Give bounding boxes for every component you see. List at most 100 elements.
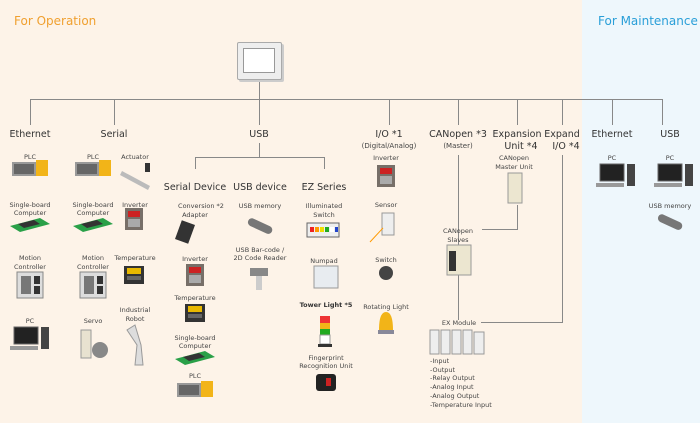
label: Illuminated bbox=[305, 202, 343, 210]
label: PC bbox=[665, 154, 675, 162]
temperature-icon bbox=[124, 266, 144, 284]
label: Conversion *2 bbox=[178, 202, 224, 210]
switch-icon bbox=[379, 266, 393, 280]
label: Single-board bbox=[9, 201, 51, 209]
operation-heading: For Operation bbox=[14, 14, 97, 28]
label: Inverter bbox=[182, 255, 208, 263]
numpad-icon bbox=[313, 265, 339, 289]
sbc-icon bbox=[175, 351, 215, 365]
temperature-icon bbox=[185, 304, 205, 322]
ex-item: -Analog Input bbox=[430, 383, 474, 392]
cat-canopen-sub: (Master) bbox=[443, 142, 473, 150]
label: Fingerprint bbox=[308, 354, 344, 362]
label: Tower Light *5 bbox=[299, 301, 353, 309]
label: EX Module bbox=[441, 319, 477, 327]
sbc-icon bbox=[10, 218, 50, 232]
label: Computer bbox=[178, 342, 212, 350]
cat-maint-ethernet: Ethernet bbox=[591, 129, 633, 140]
sub-ez-series: EZ Series bbox=[301, 182, 347, 193]
ex-item: -Analog Output bbox=[430, 391, 480, 400]
sensor-icon bbox=[381, 212, 395, 236]
robot-icon bbox=[126, 324, 144, 366]
label: 2D Code Reader bbox=[233, 254, 287, 262]
label: Switch bbox=[313, 211, 335, 219]
cat-usb: USB bbox=[249, 129, 269, 140]
label: Temperature bbox=[174, 294, 216, 302]
conversion-adapter-icon bbox=[175, 220, 195, 244]
label: PC bbox=[607, 154, 617, 162]
cat-expand-io: Expand bbox=[544, 129, 580, 140]
label: Slaves bbox=[447, 236, 469, 244]
sub-serial-device: Serial Device bbox=[163, 182, 227, 193]
label: Motion bbox=[18, 254, 42, 262]
label: Numpad bbox=[310, 257, 338, 265]
hmi-touchpanel-icon bbox=[237, 42, 282, 80]
label: PC bbox=[25, 317, 35, 325]
label: Rotating Light bbox=[363, 303, 409, 311]
label: Robot bbox=[125, 315, 145, 323]
label: Computer bbox=[13, 209, 47, 217]
label: Single-board bbox=[72, 201, 114, 209]
label: USB memory bbox=[238, 202, 282, 210]
label: PLC bbox=[188, 372, 202, 380]
motion-controller-icon bbox=[79, 271, 107, 299]
cat-expansion-sub: Unit *4 bbox=[504, 141, 538, 152]
cat-ethernet: Ethernet bbox=[9, 129, 51, 140]
canopen-master-icon bbox=[507, 172, 523, 204]
cat-io: I/O *1 bbox=[375, 129, 403, 140]
label: Switch bbox=[375, 256, 397, 264]
label: Master Unit bbox=[495, 163, 533, 171]
label: PLC bbox=[23, 153, 37, 161]
label: USB memory bbox=[648, 202, 692, 210]
ex-item: -Input bbox=[430, 357, 450, 365]
label: Actuator bbox=[121, 153, 149, 161]
usb-memory-icon bbox=[246, 217, 274, 236]
inverter-icon bbox=[377, 165, 395, 187]
label: Computer bbox=[76, 209, 110, 217]
label: Single-board bbox=[174, 334, 216, 342]
maintenance-heading: For Maintenance bbox=[598, 14, 698, 28]
barcode-reader-icon bbox=[250, 268, 268, 276]
plc-icon bbox=[75, 160, 111, 176]
ex-item: -Output bbox=[430, 365, 456, 374]
label: Controller bbox=[77, 263, 109, 271]
motion-controller-icon bbox=[16, 271, 44, 299]
cat-expand-io-sub: I/O *4 bbox=[552, 141, 580, 152]
ex-module-icon bbox=[429, 329, 485, 355]
label: CANopen bbox=[442, 227, 474, 235]
cat-io-sub: (Digital/Analog) bbox=[361, 142, 417, 150]
actuator-icon bbox=[120, 171, 150, 190]
ex-module-list: -Input -Output -Relay Output -Analog Inp… bbox=[430, 357, 492, 409]
label: Servo bbox=[83, 317, 103, 325]
sub-usb-device: USB device bbox=[233, 182, 287, 193]
cat-maint-usb: USB bbox=[660, 129, 680, 140]
label: Controller bbox=[14, 263, 46, 271]
servo-icon bbox=[80, 329, 92, 359]
plc-icon bbox=[177, 381, 213, 397]
rotating-light-icon bbox=[379, 312, 393, 330]
label: Motion bbox=[81, 254, 105, 262]
label: Recognition Unit bbox=[299, 362, 353, 370]
label: Sensor bbox=[374, 201, 398, 209]
label: Inverter bbox=[122, 201, 148, 209]
label: Adapter bbox=[182, 211, 208, 219]
pc-icon bbox=[595, 163, 636, 188]
plc-icon bbox=[12, 160, 48, 176]
label: Inverter bbox=[373, 154, 399, 162]
maintenance-area bbox=[582, 0, 700, 423]
sbc-icon bbox=[73, 218, 113, 232]
inverter-icon bbox=[125, 208, 143, 230]
label: Temperature bbox=[114, 254, 156, 262]
pc-icon bbox=[9, 326, 50, 351]
pc-icon bbox=[653, 163, 694, 188]
cat-serial: Serial bbox=[100, 129, 128, 140]
inverter-icon bbox=[186, 264, 204, 286]
label: Industrial bbox=[119, 306, 151, 314]
ex-item: -Relay Output bbox=[430, 374, 475, 383]
ex-item: -Temperature Input bbox=[430, 400, 492, 409]
label: USB Bar-code / bbox=[235, 246, 285, 254]
label: CANopen bbox=[498, 154, 530, 162]
label: PLC bbox=[86, 153, 100, 161]
cat-canopen: CANopen *3 bbox=[429, 129, 487, 140]
